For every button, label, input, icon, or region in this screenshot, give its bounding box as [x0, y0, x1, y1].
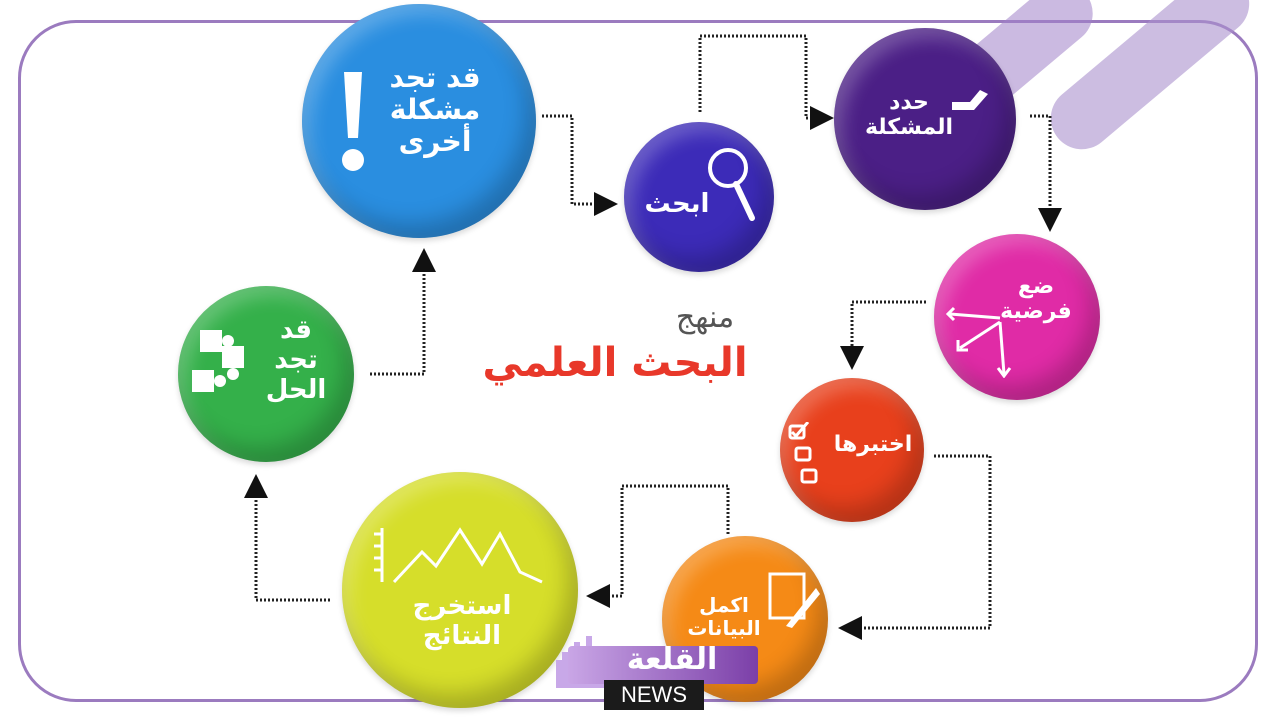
arrow-solution-to-another [370, 248, 436, 376]
diagram-title-top: منهج [675, 300, 735, 335]
arrows-icon [946, 306, 1012, 378]
logo-band [568, 646, 758, 684]
arrow-search-to-define [698, 34, 834, 130]
logo-name: القلعة [626, 642, 718, 677]
checklist-icon [788, 422, 818, 484]
magnifier-icon [708, 148, 755, 221]
step-test: اختبرها [780, 378, 924, 522]
document-pen-icon [768, 572, 820, 628]
logo-news-background [604, 680, 704, 710]
step-label: استخرج النتائج [412, 591, 512, 651]
step-label: قد تجد الحل [265, 315, 327, 405]
step-label: ضع فرضية [1000, 274, 1072, 325]
puzzle-icon [192, 330, 244, 392]
logo-news: NEWS [621, 682, 687, 707]
site-logo: القلعة NEWS [552, 634, 764, 716]
arrow-test-to-data [838, 454, 992, 640]
step-label: اختبرها [833, 432, 913, 457]
arrow-results-to-solution [244, 474, 330, 602]
line-graph-icon [374, 527, 543, 584]
step-results: استخرج النتائج [342, 472, 578, 708]
diagram-title-main: البحث العلمي [482, 340, 748, 386]
arrow-define-to-hypothesis [1030, 114, 1062, 232]
step-another-problem: قد تجد مشكلة أخرى [302, 4, 536, 238]
step-label: ابحث [644, 189, 710, 219]
arrow-another-to-search [542, 114, 618, 216]
exclamation-icon [342, 72, 364, 171]
step-search: ابحث [624, 122, 774, 272]
step-label: حدد المشكلة [864, 90, 954, 141]
step-define-problem: حدد المشكلة [834, 28, 1016, 210]
step-label: اكمل البيانات [687, 593, 761, 640]
arrow-data-to-results [586, 484, 730, 608]
step-solution: قد تجد الحل [178, 286, 354, 462]
step-label: قد تجد مشكلة أخرى [389, 61, 481, 159]
pencil-icon [952, 90, 988, 110]
arrow-hypothesis-to-test [840, 300, 926, 370]
step-hypothesis: ضع فرضية [934, 234, 1100, 400]
